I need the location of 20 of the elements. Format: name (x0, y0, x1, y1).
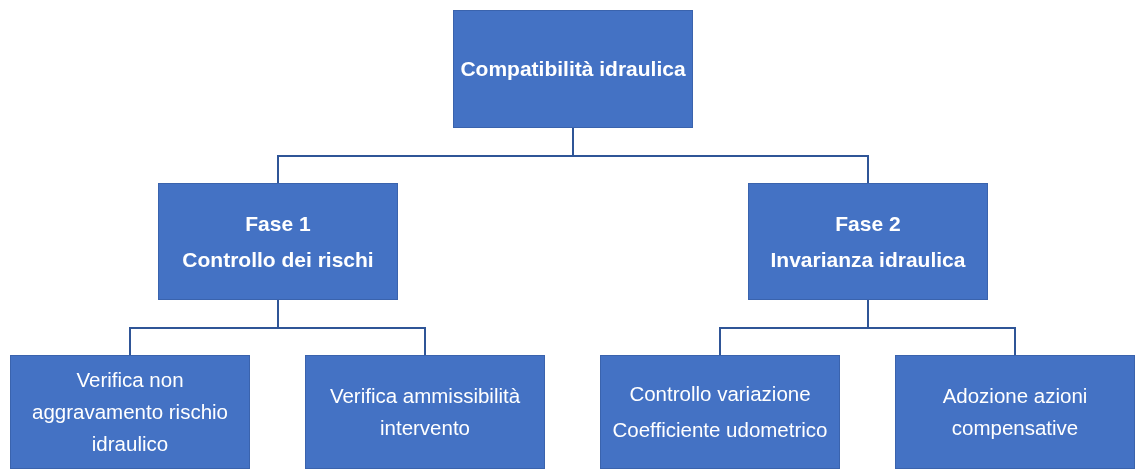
box-text: Verifica non aggravamento rischio idraulico (31, 367, 229, 457)
box-text: Fase 2 (835, 211, 901, 238)
box-text: Invarianza idraulica (770, 246, 966, 273)
box-text: Controllo variazione (629, 381, 811, 408)
connector-line (867, 299, 1016, 356)
box-text: Coefficiente udometrico (612, 417, 828, 443)
process-box (305, 355, 545, 469)
process-box (158, 183, 398, 300)
box-text: Compatibilità idraulica (460, 56, 686, 83)
process-box (748, 183, 988, 300)
process-box (600, 355, 840, 469)
process-box (10, 355, 250, 469)
process-box (895, 355, 1135, 469)
box-text: Adozione azioni compensative (941, 383, 1089, 441)
box-text: Controllo dei rischi (182, 246, 374, 273)
box-text: Fase 1 (245, 211, 311, 238)
process-box (453, 10, 693, 128)
connector-line (572, 127, 869, 184)
box-text: Verifica ammissibilità intervento (328, 383, 522, 441)
connector-line (277, 299, 426, 356)
